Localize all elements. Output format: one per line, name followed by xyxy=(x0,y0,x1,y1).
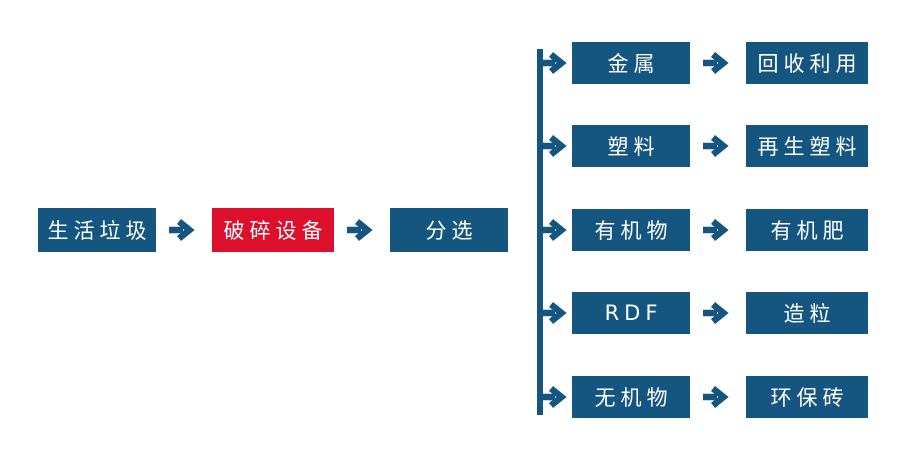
arrow-right-icon xyxy=(540,385,567,409)
arrow-right-icon xyxy=(702,385,729,409)
branch-node-result: 环保砖 xyxy=(746,376,868,418)
branch-node-result: 有机肥 xyxy=(746,209,868,251)
branch-node-source: 塑料 xyxy=(572,125,690,167)
branch-node-result: 回收利用 xyxy=(746,42,868,84)
branch-node-result: 造粒 xyxy=(746,292,868,334)
arrow-right-icon xyxy=(540,134,567,158)
arrow-right-icon xyxy=(702,301,729,325)
branch-node-source: 无机物 xyxy=(572,376,690,418)
branch-node-source: 有机物 xyxy=(572,209,690,251)
arrow-right-icon xyxy=(702,51,729,75)
flow-node-crushing-equipment: 破碎设备 xyxy=(212,208,334,252)
flow-node-household-waste: 生活垃圾 xyxy=(38,208,156,252)
arrow-right-icon xyxy=(702,134,729,158)
branch-node-source: RDF xyxy=(572,292,690,334)
branch-connector-line xyxy=(537,49,543,415)
arrow-right-icon xyxy=(346,218,373,242)
branch-node-source: 金属 xyxy=(572,42,690,84)
arrow-right-icon xyxy=(702,218,729,242)
flow-node-sorting: 分选 xyxy=(390,208,508,252)
arrow-right-icon xyxy=(540,51,567,75)
arrow-right-icon xyxy=(168,218,195,242)
arrow-right-icon xyxy=(540,218,567,242)
branch-node-result: 再生塑料 xyxy=(746,125,868,167)
arrow-right-icon xyxy=(540,301,567,325)
